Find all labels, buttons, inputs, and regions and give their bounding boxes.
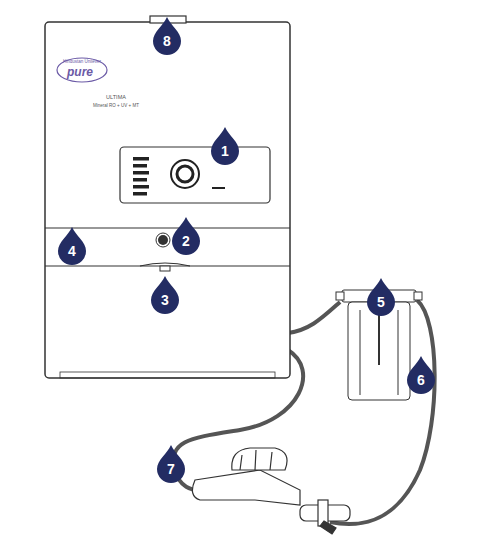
brand-text: Hindustan Unilever [63,60,101,65]
callout-number: 1 [221,144,229,158]
callout-number: 2 [182,234,190,248]
hose [330,300,435,524]
hose [288,302,340,333]
callout-droplet [157,445,185,483]
callout-number: 3 [161,293,169,307]
level-bar [133,178,147,182]
purifier-body [45,22,290,378]
display-window [120,147,270,203]
callout-droplet [58,227,86,265]
callout-number: 5 [377,295,385,309]
brand-text: ULTIMA [106,95,126,101]
level-bar [133,164,147,168]
callout-droplet [172,217,200,255]
level-bar [133,185,149,189]
callout-droplet [153,17,181,55]
callout-number: 8 [163,34,171,48]
filter-housing [348,302,410,400]
logo-oval [57,58,107,82]
brand-text: pure [67,66,93,78]
callout-number: 6 [417,373,425,387]
callout-droplet [211,127,239,165]
callout-droplet [151,276,179,314]
tap [192,448,350,534]
callout-number: 7 [167,462,175,476]
level-bar [133,192,147,196]
callout-droplet [367,278,395,316]
callout-droplet [407,356,435,394]
callout-number: 4 [68,244,76,258]
level-bar [133,157,149,161]
tap-button [158,235,168,245]
brand-text: Mineral RO + UV + MT [93,104,139,109]
level-bar [133,171,149,175]
